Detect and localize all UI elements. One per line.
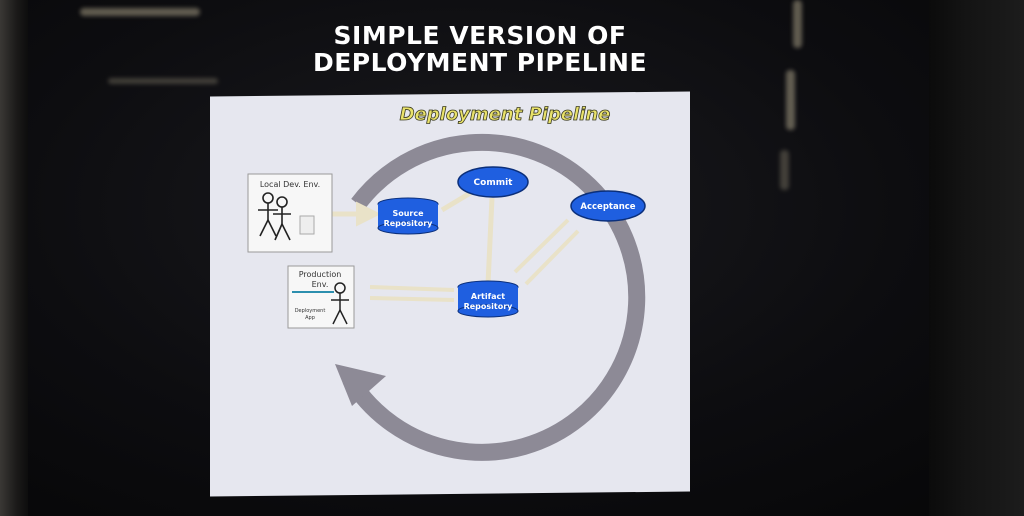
slide-title: SIMPLE VERSION OF DEPLOYMENT PIPELINE xyxy=(200,22,760,76)
production-env-label-2: Env. xyxy=(312,280,329,289)
flow-arrow-source-to-commit xyxy=(440,189,474,213)
flow-arrow-artifact-to-production xyxy=(369,285,455,292)
light-reflection xyxy=(80,8,200,16)
cycle-arrow-head xyxy=(335,364,386,406)
local-dev-env-label: Local Dev. Env. xyxy=(260,180,320,189)
acceptance-label: Acceptance xyxy=(580,202,635,212)
artifact-repository-node: Artifact Repository xyxy=(457,280,519,318)
source-repository-label-2: Repository xyxy=(384,219,434,228)
developers-icon xyxy=(258,192,291,241)
monitor-bezel-right xyxy=(929,0,1024,516)
light-reflection xyxy=(108,78,218,84)
workstation-icon xyxy=(299,215,315,235)
deployment-pipeline-diagram: Deployment Pipeline Local Dev. Env. xyxy=(247,104,646,461)
commit-node: Commit xyxy=(457,166,529,198)
flow-arrow-commit-to-artifact xyxy=(485,197,495,285)
deployed-app-label-1: Deployment xyxy=(295,308,326,314)
artifact-repository-label-1: Artifact xyxy=(471,292,505,301)
light-reflection xyxy=(793,0,802,48)
light-reflection xyxy=(786,70,795,130)
diagram-heading: Deployment Pipeline xyxy=(400,104,611,125)
flow-arrow-artifact-to-production-2 xyxy=(369,296,455,302)
artifact-repository-label-2: Repository xyxy=(464,302,514,311)
cycle-arrow xyxy=(342,133,646,461)
source-repository-label-1: Source xyxy=(392,209,424,218)
acceptance-node: Acceptance xyxy=(570,190,646,222)
commit-label: Commit xyxy=(474,178,514,188)
light-reflection xyxy=(780,150,789,190)
operator-icon xyxy=(331,282,349,325)
local-dev-env-box: Local Dev. Env. xyxy=(247,173,333,253)
flow-arrow-acceptance-to-artifact xyxy=(524,229,580,286)
production-env-label-1: Production xyxy=(299,270,342,279)
slide-title-line-1: SIMPLE VERSION OF xyxy=(333,21,627,50)
slide-title-line-2: DEPLOYMENT PIPELINE xyxy=(312,48,648,77)
deployed-app-label-2: App xyxy=(305,315,315,321)
flow-arrow-artifact-to-acceptance xyxy=(513,218,570,274)
monitor-bezel-left xyxy=(0,0,28,516)
source-repository-node: Source Repository xyxy=(377,197,439,235)
production-env-box: Production Env. Deployment App xyxy=(287,265,355,329)
